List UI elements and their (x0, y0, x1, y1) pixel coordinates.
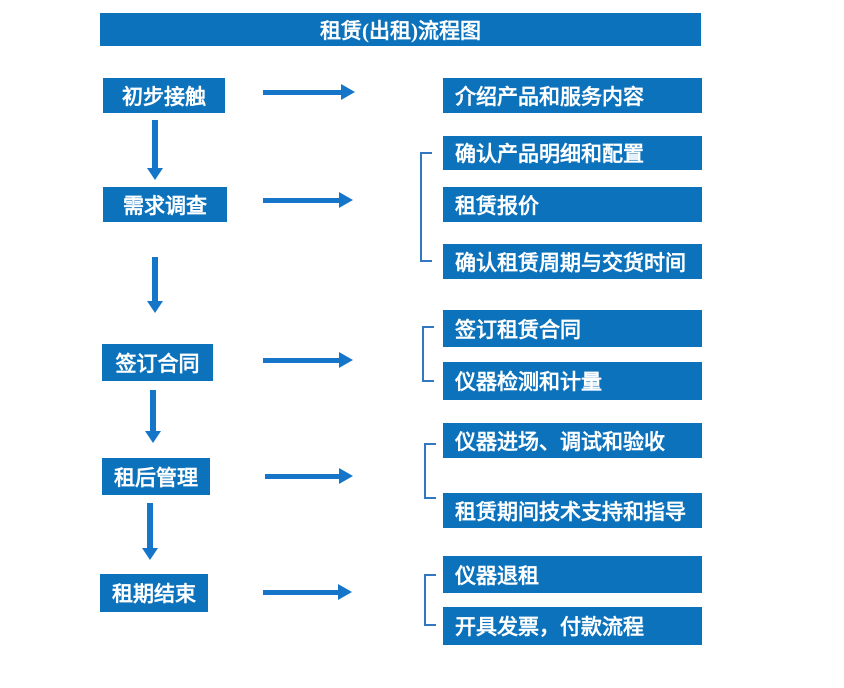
down-arrow-head (145, 431, 161, 443)
right-arrow-head (341, 84, 355, 100)
down-arrow-3 (145, 390, 161, 443)
stage-box-initial-contact: 初步接触 (103, 78, 225, 113)
down-arrow-shaft (150, 390, 156, 431)
right-arrow-head (338, 584, 352, 600)
right-arrow-1 (263, 84, 355, 100)
right-arrow-shaft (263, 197, 339, 203)
right-arrow-shaft (263, 89, 341, 95)
stage-box-sign-contract: 签订合同 (102, 344, 213, 381)
output-box-sign-rental-contract: 签订租赁合同 (443, 310, 702, 347)
right-arrow-head (339, 192, 353, 208)
right-arrow-3 (263, 352, 353, 368)
right-arrow-shaft (265, 473, 339, 479)
output-box-rental-quote: 租赁报价 (443, 187, 702, 222)
diagram-title: 租赁(出租)流程图 (100, 13, 701, 46)
down-arrow-head (147, 301, 163, 313)
output-box-introduce-products-services: 介绍产品和服务内容 (443, 78, 702, 113)
stage-box-demand-survey: 需求调查 (103, 187, 227, 222)
right-arrow-5 (263, 584, 352, 600)
output-box-confirm-rental-period-delivery: 确认租赁周期与交货时间 (443, 244, 702, 279)
right-arrow-shaft (263, 589, 338, 595)
right-arrow-head (339, 468, 353, 484)
down-arrow-shaft (152, 120, 158, 168)
down-arrow-shaft (147, 503, 153, 548)
output-box-instrument-testing-measurement: 仪器检测和计量 (443, 362, 702, 400)
down-arrow-1 (147, 120, 163, 180)
down-arrow-head (142, 548, 158, 560)
stage-box-rental-end: 租期结束 (100, 574, 208, 612)
output-box-instrument-return: 仪器退租 (443, 556, 702, 593)
down-arrow-head (147, 168, 163, 180)
bracket-group-4 (424, 443, 436, 499)
right-arrow-shaft (263, 357, 339, 363)
bracket-group-5 (424, 574, 436, 626)
down-arrow-2 (147, 257, 163, 313)
right-arrow-2 (263, 192, 353, 208)
down-arrow-4 (142, 503, 158, 560)
stage-box-post-rental-management: 租后管理 (102, 458, 210, 495)
output-box-instrument-arrival-commissioning: 仪器进场、调试和验收 (443, 423, 702, 458)
right-arrow-4 (265, 468, 353, 484)
down-arrow-shaft (152, 257, 158, 301)
output-box-confirm-product-details: 确认产品明细和配置 (443, 136, 702, 170)
right-arrow-head (339, 352, 353, 368)
output-box-technical-support-guidance: 租赁期间技术支持和指导 (443, 493, 702, 528)
output-box-invoice-payment-process: 开具发票，付款流程 (443, 607, 702, 645)
bracket-group-3 (422, 326, 434, 382)
bracket-group-2 (420, 152, 432, 262)
